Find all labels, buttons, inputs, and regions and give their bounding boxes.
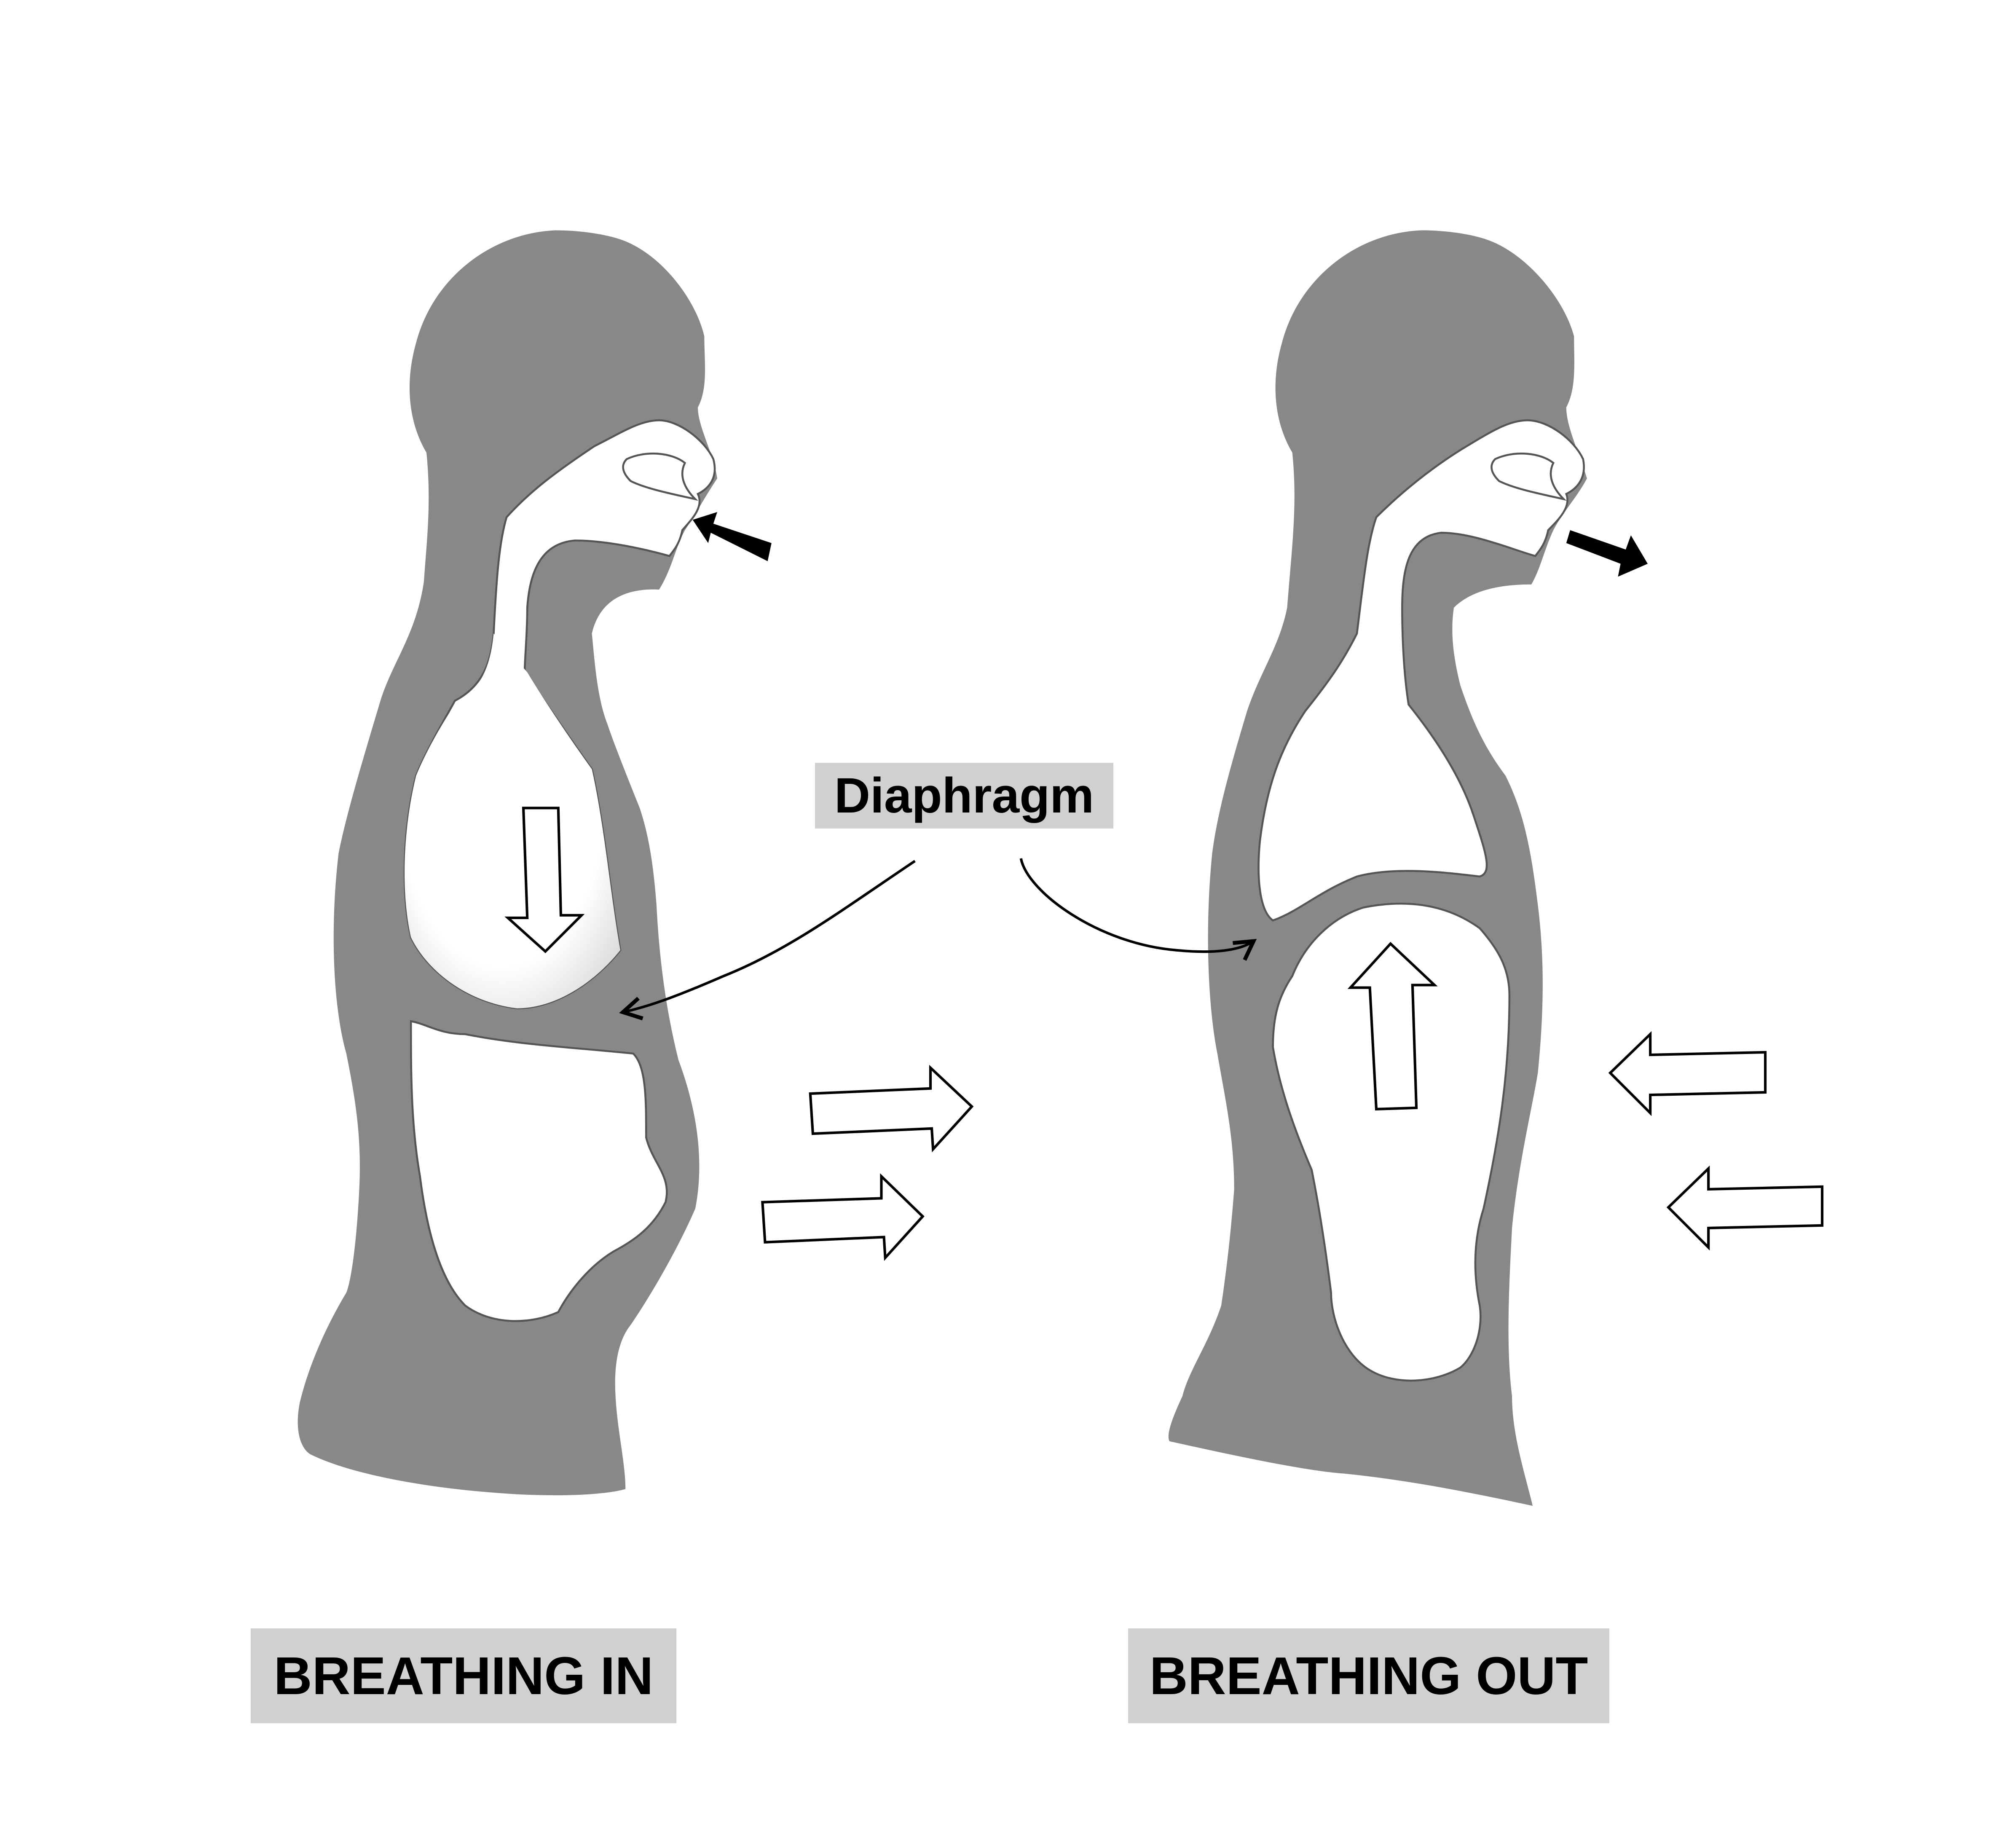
- compress-arrow-icon: [1608, 1031, 1767, 1116]
- diaphragm-pointer-right: [1019, 858, 1257, 961]
- inhale-arrow-icon: [692, 512, 772, 561]
- figure-breathing-in: [298, 230, 974, 1496]
- abdomen-cavity: [410, 1020, 668, 1322]
- up-arrow-icon: [1347, 941, 1438, 1110]
- figure-breathing-out: [1168, 230, 1824, 1506]
- compress-arrow-icon: [1666, 1165, 1824, 1251]
- diaphragm-pointer-left: [619, 860, 916, 1021]
- airway-cavity: [1257, 419, 1585, 922]
- breathing-out-label: BREATHING OUT: [1128, 1628, 1609, 1723]
- exhale-arrow-icon: [1566, 530, 1648, 577]
- expand-arrow-icon: [761, 1173, 925, 1261]
- abdomen-cavity: [1272, 902, 1511, 1382]
- down-arrow-icon: [504, 807, 585, 953]
- diaphragm-label: Diaphragm: [815, 763, 1113, 829]
- breathing-in-label: BREATHING IN: [251, 1628, 676, 1723]
- expand-arrow-icon: [809, 1065, 974, 1153]
